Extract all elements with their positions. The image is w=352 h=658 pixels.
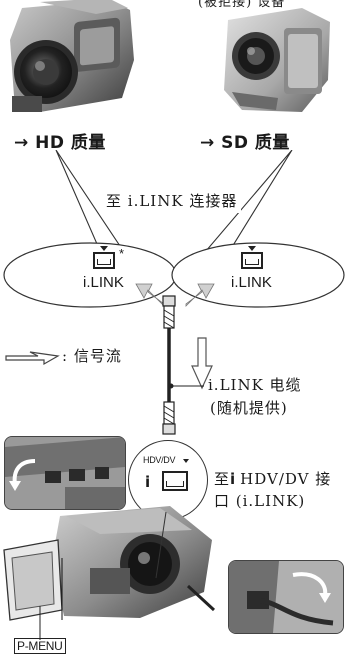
- signal-flow-legend-icon: [5, 351, 60, 366]
- ilink-symbol-inline-icon: i: [230, 470, 237, 488]
- hdv-dv-caption-line2: 口 (i.LINK): [214, 492, 306, 510]
- connector-bubbles: [3, 242, 345, 308]
- p-menu-button[interactable]: P-MENU: [14, 638, 66, 654]
- ilink-cable-note: (随机提供): [210, 399, 288, 417]
- dc-plug-detail-image: [228, 560, 344, 634]
- sd-camcorder-image: [224, 8, 330, 112]
- hd-camcorder-image: [10, 0, 134, 112]
- hdv-dv-port-marker-icon: [183, 459, 189, 463]
- ilink-cable-label: i.LINK 电缆: [208, 376, 302, 394]
- signal-flow-legend-label: : 信号流: [62, 347, 122, 365]
- port-callout-line: [155, 512, 167, 579]
- hdv-dv-caption-suffix: HDV/DV 接: [240, 470, 332, 488]
- left-port-asterisk: *: [119, 246, 125, 261]
- signal-direction-arrow-icon: [191, 337, 213, 390]
- signal-flow-arrows: [135, 283, 215, 307]
- right-port-marker-icon: [248, 246, 256, 251]
- left-ilink-port-icon: [93, 252, 115, 269]
- right-ilink-label: i.LINK: [231, 274, 272, 291]
- hd-quality-label: → HD 质量: [14, 133, 106, 153]
- cable-leader-line: [170, 383, 204, 389]
- ilink-cable-image: [162, 295, 176, 435]
- rear-panel-detail-image: [4, 436, 126, 510]
- hdv-dv-port-callout: HDV/DV i: [128, 440, 208, 520]
- left-port-marker-icon: [100, 246, 108, 251]
- hdv-dv-port-label: HDV/DV: [143, 455, 176, 465]
- hdv-dv-port-icon: [162, 471, 188, 491]
- left-ilink-label: i.LINK: [83, 274, 124, 291]
- hdv-dv-caption-prefix: 至: [214, 470, 231, 488]
- main-camcorder-image: [3, 506, 216, 621]
- p-menu-leader-line: [39, 606, 41, 640]
- ilink-symbol-icon: i: [145, 473, 151, 491]
- sd-quality-label: → SD 质量: [200, 133, 290, 153]
- header-partial-text: (被拒接) 设备: [198, 0, 286, 10]
- connector-heading: 至 i.LINK 连接器: [102, 188, 242, 213]
- right-ilink-port-icon: [241, 252, 263, 269]
